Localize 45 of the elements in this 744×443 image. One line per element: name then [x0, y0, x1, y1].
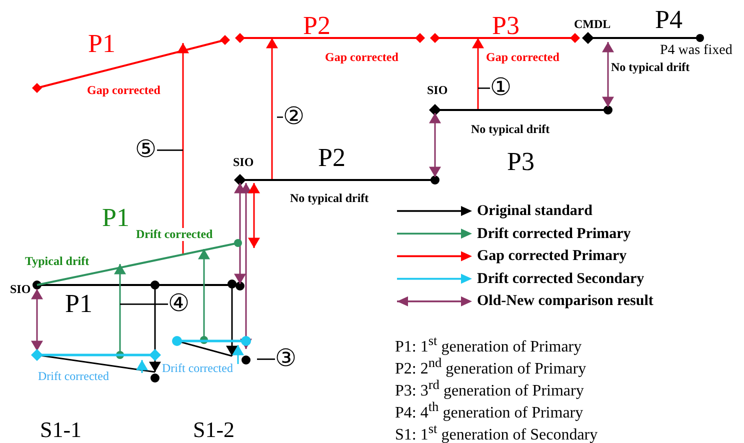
callout-number: ① [490, 75, 512, 102]
diagram-label: P1 [88, 30, 116, 59]
diagram-label: SIO [10, 283, 31, 296]
diagram-label: P2 [318, 144, 346, 173]
footnote: P1: 1$^{st}$ generation of Primary [395, 334, 582, 356]
leader-line [157, 150, 183, 151]
diagram-label: CMDL [574, 18, 611, 32]
callout-number: ② [283, 104, 305, 130]
diagram-label: S1-1 [40, 418, 82, 442]
callout-number: ④ [168, 291, 190, 318]
diagram-label: Drift corrected [38, 370, 109, 384]
diagram-label: P2 [303, 12, 330, 41]
diagram-label: No typical drift [611, 61, 690, 74]
leader-line [257, 358, 275, 360]
diagram-label: Drift corrected [136, 228, 213, 242]
footnote: P2: 2$^{nd}$ generation of Primary [395, 356, 586, 378]
legend-label: Old-New comparison result [477, 293, 654, 310]
leader-line [120, 304, 168, 305]
diagram-label: SIO [427, 84, 448, 98]
diagram-label: Gap corrected [325, 51, 398, 64]
diagram-label: S1-2 [193, 418, 235, 442]
diagram-label: No typical drift [471, 123, 550, 136]
diagram-label: No typical drift [290, 192, 369, 206]
diagram-label: Typical drift [25, 255, 90, 268]
legend-label: Drift corrected Primary [477, 226, 631, 242]
footnote: S1: 1$^{st}$ generation of Secondary [395, 422, 598, 443]
diagram-label: P3 [507, 148, 534, 177]
callout-number: ③ [275, 346, 297, 372]
footnote: P4: 4$^{th}$ generation of Primary [395, 400, 584, 422]
legend-label: Drift corrected Secondary [477, 270, 644, 288]
diagram-label: P4 was fixed [660, 43, 732, 58]
diagram-label: P3 [492, 12, 520, 41]
diagram-label: Drift corrected [162, 362, 233, 376]
callout-number: ⑤ [135, 137, 157, 164]
legend-label: Original standard [477, 203, 592, 220]
diagram-label: P1 [102, 204, 130, 233]
diagram-label: P4 [655, 6, 682, 35]
diagram-label: P1 [65, 290, 92, 319]
diagram-label: Gap corrected [87, 84, 160, 98]
diagram-label: Gap corrected [486, 51, 560, 64]
legend-label: Gap corrected Primary [477, 248, 627, 265]
diagram-label: SIO [233, 156, 254, 170]
leader-line [277, 116, 283, 118]
footnote: P3: 3$^{rd}$ generation of Primary [395, 378, 584, 400]
leader-line [478, 88, 490, 89]
